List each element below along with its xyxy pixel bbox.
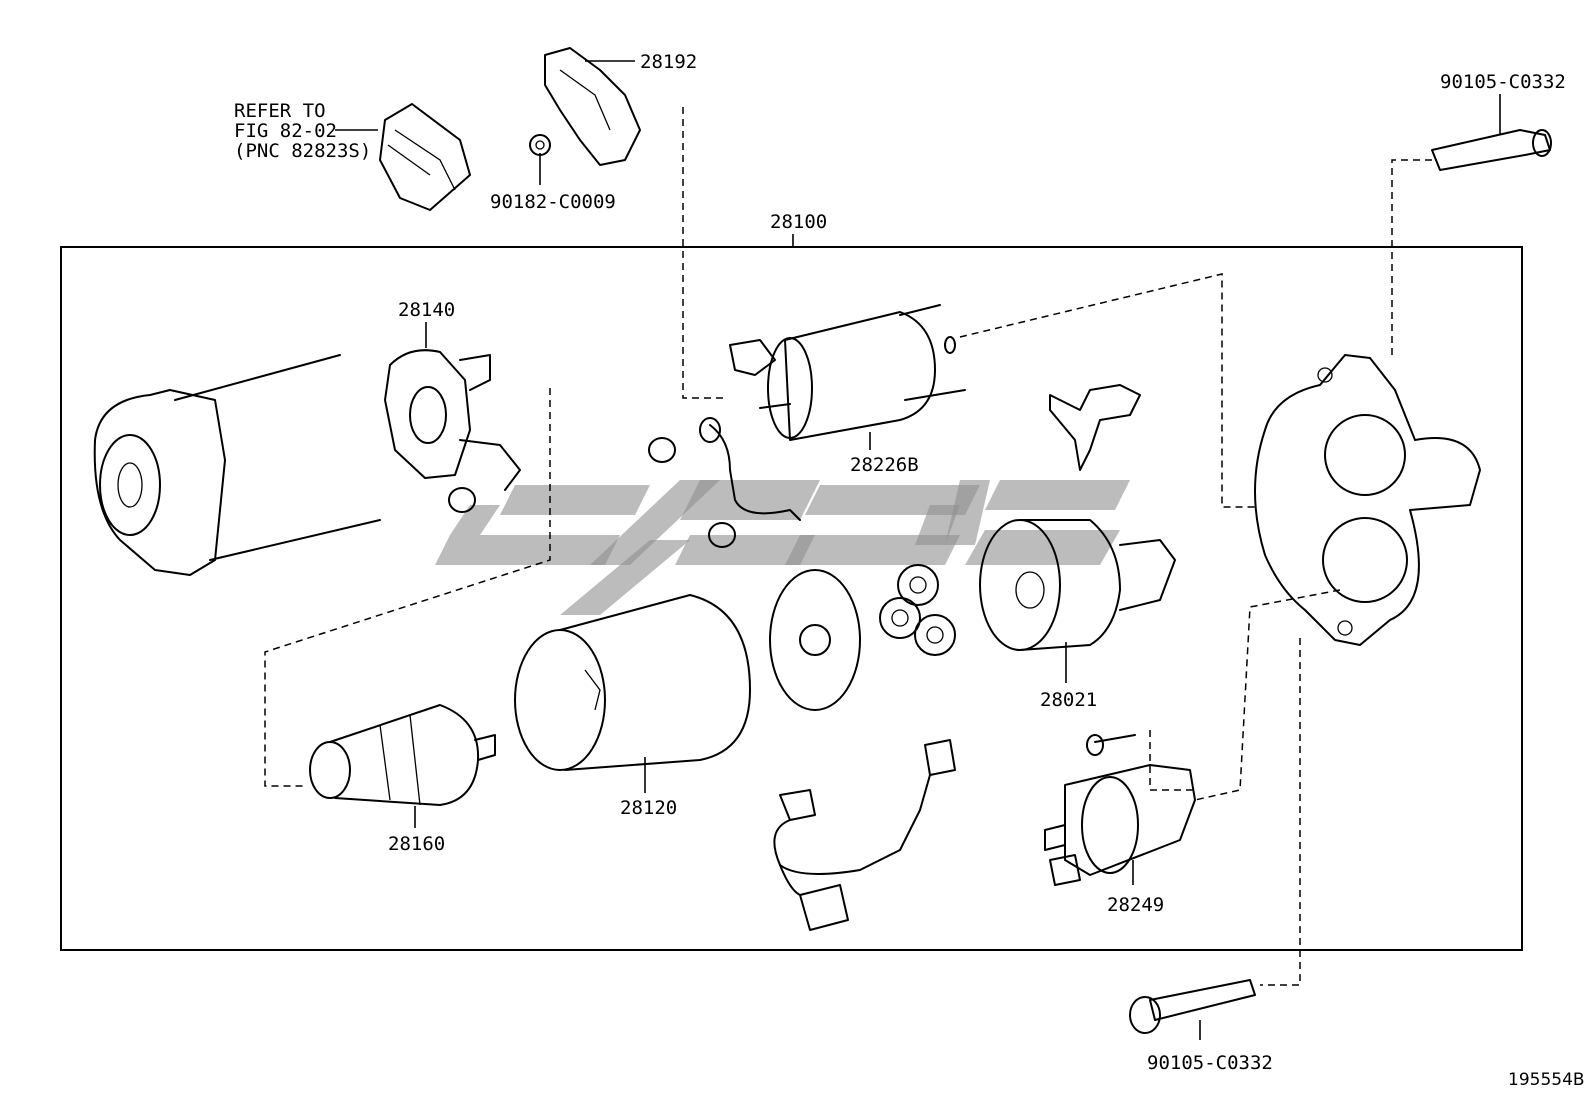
part-number-28160[interactable]: 28160 (388, 833, 446, 855)
part-number-28226b[interactable]: 28226B (850, 454, 919, 476)
lead-wire-part (699, 417, 801, 521)
solenoid-28226b-part (729, 304, 966, 441)
part-number-28120[interactable]: 28120 (620, 797, 678, 819)
part-number-90182-c0009[interactable]: 90182-C0009 (490, 191, 616, 213)
part-number-90105-c0332-top[interactable]: 90105-C0332 (1440, 71, 1566, 93)
yoke-end-frame-part (93, 354, 381, 576)
drive-housing-part (1254, 354, 1481, 646)
wire-harness-part (773, 739, 956, 931)
cover-28192-part (544, 47, 641, 166)
planetary-gears-part (879, 564, 956, 656)
part-number-28021[interactable]: 28021 (1040, 689, 1098, 711)
part-number-28249[interactable]: 28249 (1107, 894, 1165, 916)
part-number-28100[interactable]: 28100 (770, 211, 828, 233)
assembly-outline-box (60, 246, 1523, 951)
figure-code: 195554B (1508, 1070, 1585, 1090)
leader-lines (335, 60, 1501, 1040)
clutch-28021-part (979, 519, 1176, 651)
connector-82823s-part (379, 103, 471, 211)
bolt-90105-bottom-part (1129, 979, 1256, 1034)
armature-28160-part (309, 704, 496, 806)
fork-lever-part (1049, 384, 1141, 471)
small-nut-part (448, 437, 736, 548)
magnetic-switch-28249-part (1044, 734, 1196, 886)
refer-to-fig-callout: REFER TO FIG 82-02 (PNC 82823S) (234, 100, 372, 162)
assembly-guide-lines (264, 107, 1432, 986)
part-number-28140[interactable]: 28140 (398, 299, 456, 321)
watermark-logo (435, 480, 1130, 615)
bolt-90105-top-part (1431, 129, 1552, 171)
part-number-28192[interactable]: 28192 (640, 51, 698, 73)
disc-plate-part (769, 569, 861, 711)
yoke-housing-28120-part (514, 594, 751, 771)
nut-90182-part (529, 134, 551, 156)
brush-holder-28140-part (384, 349, 521, 491)
part-number-90105-c0332-bottom[interactable]: 90105-C0332 (1147, 1052, 1273, 1074)
